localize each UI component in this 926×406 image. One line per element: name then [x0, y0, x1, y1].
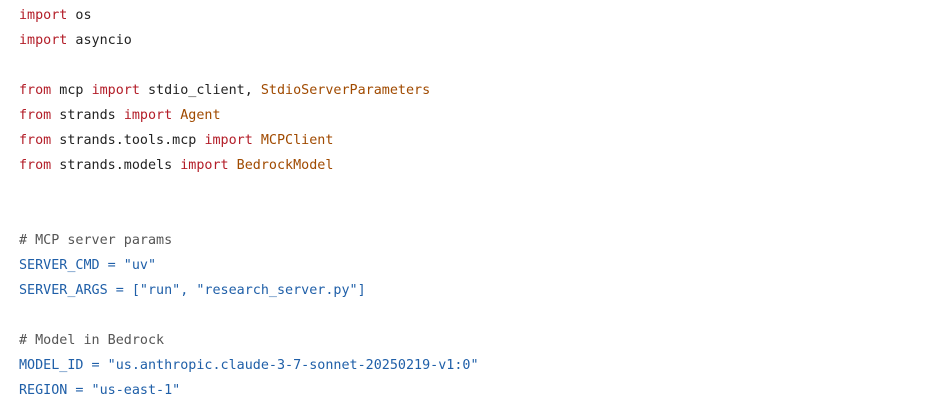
- imported-class: Agent: [172, 108, 221, 123]
- code-line-import-agent: from strands import Agent: [19, 103, 926, 128]
- code-comment: # MCP server params: [19, 233, 173, 248]
- code-line-region: REGION = "us-east-1": [19, 378, 926, 403]
- keyword: import: [19, 8, 68, 23]
- assignment: REGION = "us-east-1": [19, 383, 181, 398]
- keyword: import: [91, 83, 140, 98]
- keyword: from: [19, 83, 52, 98]
- imported-name: stdio_client,: [139, 83, 261, 98]
- code-line-import-os: import os: [19, 3, 926, 28]
- code-line-import-asyncio: import asyncio: [19, 28, 926, 53]
- module-name: asyncio: [67, 33, 132, 48]
- imported-class: MCPClient: [252, 133, 334, 148]
- code-line-comment-server: # MCP server params: [19, 228, 926, 253]
- keyword: import: [123, 108, 173, 123]
- imported-class: BedrockModel: [228, 158, 334, 173]
- code-line-import-bedrockmodel: from strands.models import BedrockModel: [19, 153, 926, 178]
- code-line-server-cmd: SERVER_CMD = "uv": [19, 253, 926, 278]
- code-line-server-args: SERVER_ARGS = ["run", "research_server.p…: [19, 278, 926, 303]
- code-line-blank: [19, 303, 926, 328]
- module-name: strands.tools.mcp: [51, 133, 205, 148]
- assignment: SERVER_CMD = "uv": [19, 258, 157, 273]
- code-line-import-mcp: from mcp import stdio_client, StdioServe…: [19, 78, 926, 103]
- keyword: from: [19, 108, 52, 123]
- assignment: SERVER_ARGS = ["run", "research_server.p…: [19, 283, 366, 298]
- module-name: mcp: [51, 83, 92, 98]
- module-name: strands: [51, 108, 124, 123]
- code-line-import-mcpclient: from strands.tools.mcp import MCPClient: [19, 128, 926, 153]
- keyword: from: [19, 158, 52, 173]
- keyword: import: [204, 133, 253, 148]
- keyword: import: [19, 33, 68, 48]
- imported-class: StdioServerParameters: [260, 83, 431, 98]
- keyword: from: [19, 133, 52, 148]
- code-line-blank: [19, 178, 926, 203]
- module-name: os: [67, 8, 92, 23]
- keyword: import: [180, 158, 229, 173]
- assignment: MODEL_ID = "us.anthropic.claude-3-7-sonn…: [19, 358, 479, 373]
- module-name: strands.models: [51, 158, 181, 173]
- code-line-comment-model: # Model in Bedrock: [19, 328, 926, 353]
- code-comment: # Model in Bedrock: [19, 333, 165, 348]
- code-line-blank: [19, 53, 926, 78]
- code-line-blank: [19, 203, 926, 228]
- code-line-model-id: MODEL_ID = "us.anthropic.claude-3-7-sonn…: [19, 353, 926, 378]
